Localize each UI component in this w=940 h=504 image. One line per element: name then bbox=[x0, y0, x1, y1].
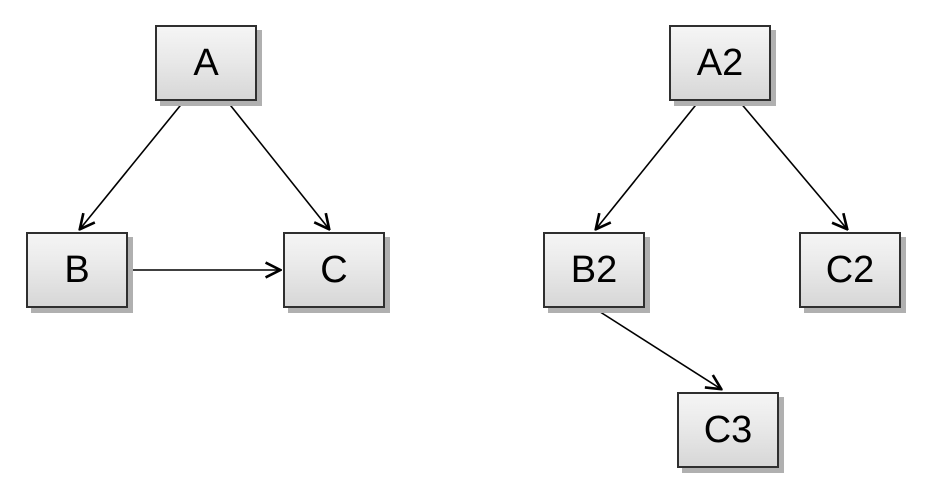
edge-a2-to-c2 bbox=[738, 100, 847, 229]
node-b: B bbox=[26, 232, 128, 308]
node-c2-label: C2 bbox=[825, 249, 875, 291]
node-c2: C2 bbox=[799, 232, 901, 308]
node-b2: B2 bbox=[543, 232, 645, 308]
node-c: C bbox=[283, 232, 385, 308]
node-b2-label: B2 bbox=[570, 249, 618, 291]
edge-b2-to-c3 bbox=[593, 307, 721, 389]
node-c-label: C bbox=[320, 249, 348, 291]
node-b-label: B bbox=[64, 249, 90, 291]
node-a-label: A bbox=[193, 42, 219, 84]
node-c3: C3 bbox=[677, 392, 779, 468]
node-a: A bbox=[155, 25, 257, 101]
edge-a2-to-b2 bbox=[596, 100, 700, 229]
node-a2-label: A2 bbox=[696, 42, 744, 84]
node-c3-label: C3 bbox=[703, 409, 753, 451]
node-a2: A2 bbox=[669, 25, 771, 101]
edge-a-to-c bbox=[226, 100, 329, 229]
edge-a-to-b bbox=[80, 100, 185, 229]
